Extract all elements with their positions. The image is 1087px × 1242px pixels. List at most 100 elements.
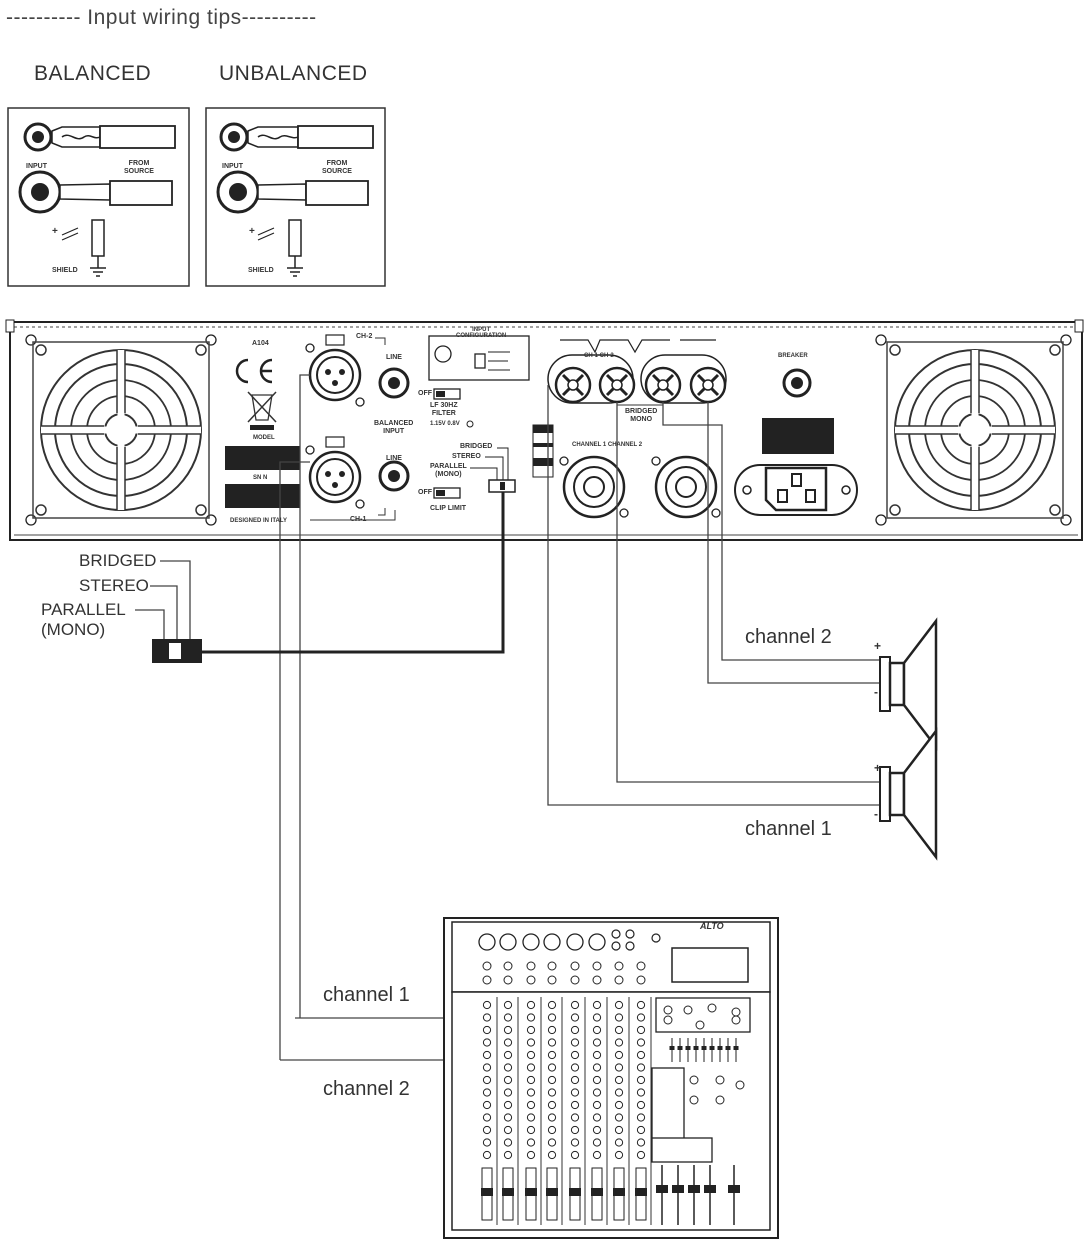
mixer-detail <box>570 1075 580 1085</box>
mixer-detail <box>502 1188 514 1196</box>
balanced-wiring-box <box>7 107 190 287</box>
mixer-detail <box>731 1015 741 1025</box>
mixer-detail <box>525 1188 537 1196</box>
mixer-detail <box>614 1138 624 1147</box>
mixer-detail <box>636 1150 646 1160</box>
mixer-detail <box>591 1188 603 1196</box>
mixer-detail <box>717 1046 723 1050</box>
mixer-detail <box>689 1095 699 1105</box>
mixer-detail <box>669 1046 675 1050</box>
mixer-detail <box>592 1125 602 1135</box>
mixer-detail <box>636 961 646 971</box>
mixer-detail <box>592 1138 602 1147</box>
mixer-detail <box>735 1080 745 1090</box>
mixer-detail <box>547 1063 557 1072</box>
mixer-detail <box>526 1013 536 1022</box>
mixer-detail <box>570 1100 580 1110</box>
mixer-detail <box>663 1005 673 1015</box>
mixer-detail <box>478 933 496 951</box>
panel-filter-text: LF 30HZ FILTER <box>430 402 458 417</box>
mixer-detail <box>677 1046 683 1050</box>
balanced-shield-text: SHIELD <box>52 267 78 274</box>
mixer-detail <box>482 1150 492 1160</box>
mixer-detail <box>566 933 584 951</box>
mixer-detail <box>526 1113 536 1122</box>
mixer-detail <box>592 1088 602 1097</box>
mixer-detail <box>614 1038 624 1047</box>
mixer-detail <box>482 1000 492 1010</box>
mixer-detail <box>636 1013 646 1022</box>
mixer-detail <box>636 1025 646 1035</box>
mixer-detail <box>482 1063 492 1072</box>
mixer-detail <box>547 1100 557 1110</box>
panel-input-config: INPUT CONFIGURATION <box>456 327 507 339</box>
mixer-detail <box>592 1050 602 1060</box>
mixer-detail <box>709 1046 715 1050</box>
unbalanced-shield-text: SHIELD <box>248 267 274 274</box>
mixer-detail <box>547 1125 557 1135</box>
mixer-detail <box>526 1038 536 1047</box>
speaker-ch2-plus: + <box>874 639 882 653</box>
mixer-detail <box>547 961 557 971</box>
unbalanced-plus-text: + <box>249 226 255 237</box>
speaker-ch2-minus: - <box>874 685 878 699</box>
mixer-detail <box>592 1013 602 1022</box>
mixer-detail <box>636 1038 646 1047</box>
mixer-detail <box>614 1000 624 1010</box>
mixer-detail <box>592 975 602 985</box>
mixer-detail <box>526 1000 536 1010</box>
mixer-detail <box>592 1075 602 1085</box>
balanced-from-source-text: FROM SOURCE <box>124 160 154 175</box>
mixer-detail <box>570 1050 580 1060</box>
mixer-detail <box>636 1113 646 1122</box>
speaker-ch1-plus: + <box>874 761 882 775</box>
panel-bridged-text: BRIDGED <box>460 443 493 450</box>
mixer-detail <box>614 1013 624 1022</box>
mixer-detail <box>614 975 624 985</box>
mixer-detail <box>526 1063 536 1072</box>
mixer-detail <box>482 1100 492 1110</box>
mixer-detail <box>503 1038 513 1047</box>
mixer-detail <box>547 1000 557 1010</box>
mixer-detail <box>526 1150 536 1160</box>
mixer-detail <box>614 1088 624 1097</box>
mixer-detail <box>547 1088 557 1097</box>
cables <box>135 374 880 1061</box>
panel-channels-text: CHANNEL 1 CHANNEL 2 <box>572 442 643 448</box>
mixer-detail <box>547 975 557 985</box>
mixer-detail <box>728 1185 740 1193</box>
mixer-detail <box>636 1125 646 1135</box>
mixer-detail <box>482 1138 492 1147</box>
mixer-detail <box>693 1046 699 1050</box>
mixer-detail <box>614 1150 624 1160</box>
mixer-detail <box>625 941 635 951</box>
mixer-detail <box>503 1113 513 1122</box>
speaker-ch2-label: channel 2 <box>745 626 832 648</box>
mixer-detail <box>592 961 602 971</box>
panel-ch1-text: CH-1 <box>350 516 367 523</box>
panel-model-code: A104 <box>252 340 269 347</box>
mixer-detail <box>689 1075 699 1085</box>
mixer-channel-strips <box>478 929 745 1225</box>
mixer-detail <box>570 975 580 985</box>
mixer-detail <box>503 975 513 985</box>
mixer-detail <box>503 1088 513 1097</box>
mixer-detail <box>482 961 492 971</box>
mixer-detail <box>592 1025 602 1035</box>
mixer-detail <box>570 961 580 971</box>
mixer-detail <box>526 1088 536 1097</box>
mixer-detail <box>614 1125 624 1135</box>
balanced-input-text: INPUT <box>26 163 47 170</box>
mixer-detail <box>635 1188 647 1196</box>
mixer-detail <box>481 1188 493 1196</box>
mixer-detail <box>688 1185 700 1193</box>
balanced-label: BALANCED <box>34 62 152 85</box>
panel-parallel-text: PARALLEL (MONO) <box>430 463 467 478</box>
mixer-detail <box>614 1113 624 1122</box>
mixer-detail <box>526 1125 536 1135</box>
mixer-detail <box>482 1113 492 1122</box>
mixer-detail <box>526 1138 536 1147</box>
mixer-detail <box>611 941 621 951</box>
mixer-detail <box>636 1050 646 1060</box>
